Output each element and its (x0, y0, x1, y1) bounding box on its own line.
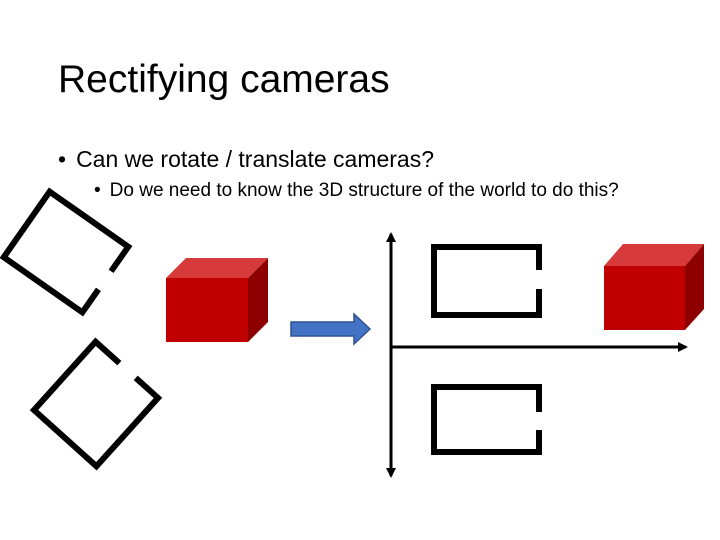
rectified-camera-top (431, 244, 542, 318)
coordinate-axes (386, 232, 688, 478)
bullet-marker: • (94, 180, 101, 201)
slide-title: Rectifying cameras (58, 58, 390, 101)
unrectified-camera-top (0, 187, 133, 317)
red-cube-right (604, 244, 704, 330)
bullet-marker: • (58, 146, 67, 172)
bullet-level-1: • Can we rotate / translate cameras? (58, 146, 434, 173)
bullet-text: Can we rotate / translate cameras? (76, 146, 435, 172)
bullet-text: Do we need to know the 3D structure of t… (109, 180, 619, 201)
bullet-level-2: • Do we need to know the 3D structure of… (94, 180, 684, 201)
right-arrow-icon (290, 312, 372, 346)
red-cube-left (166, 258, 268, 342)
rectified-camera-bottom (431, 384, 542, 455)
unrectified-camera-bottom (29, 337, 163, 471)
